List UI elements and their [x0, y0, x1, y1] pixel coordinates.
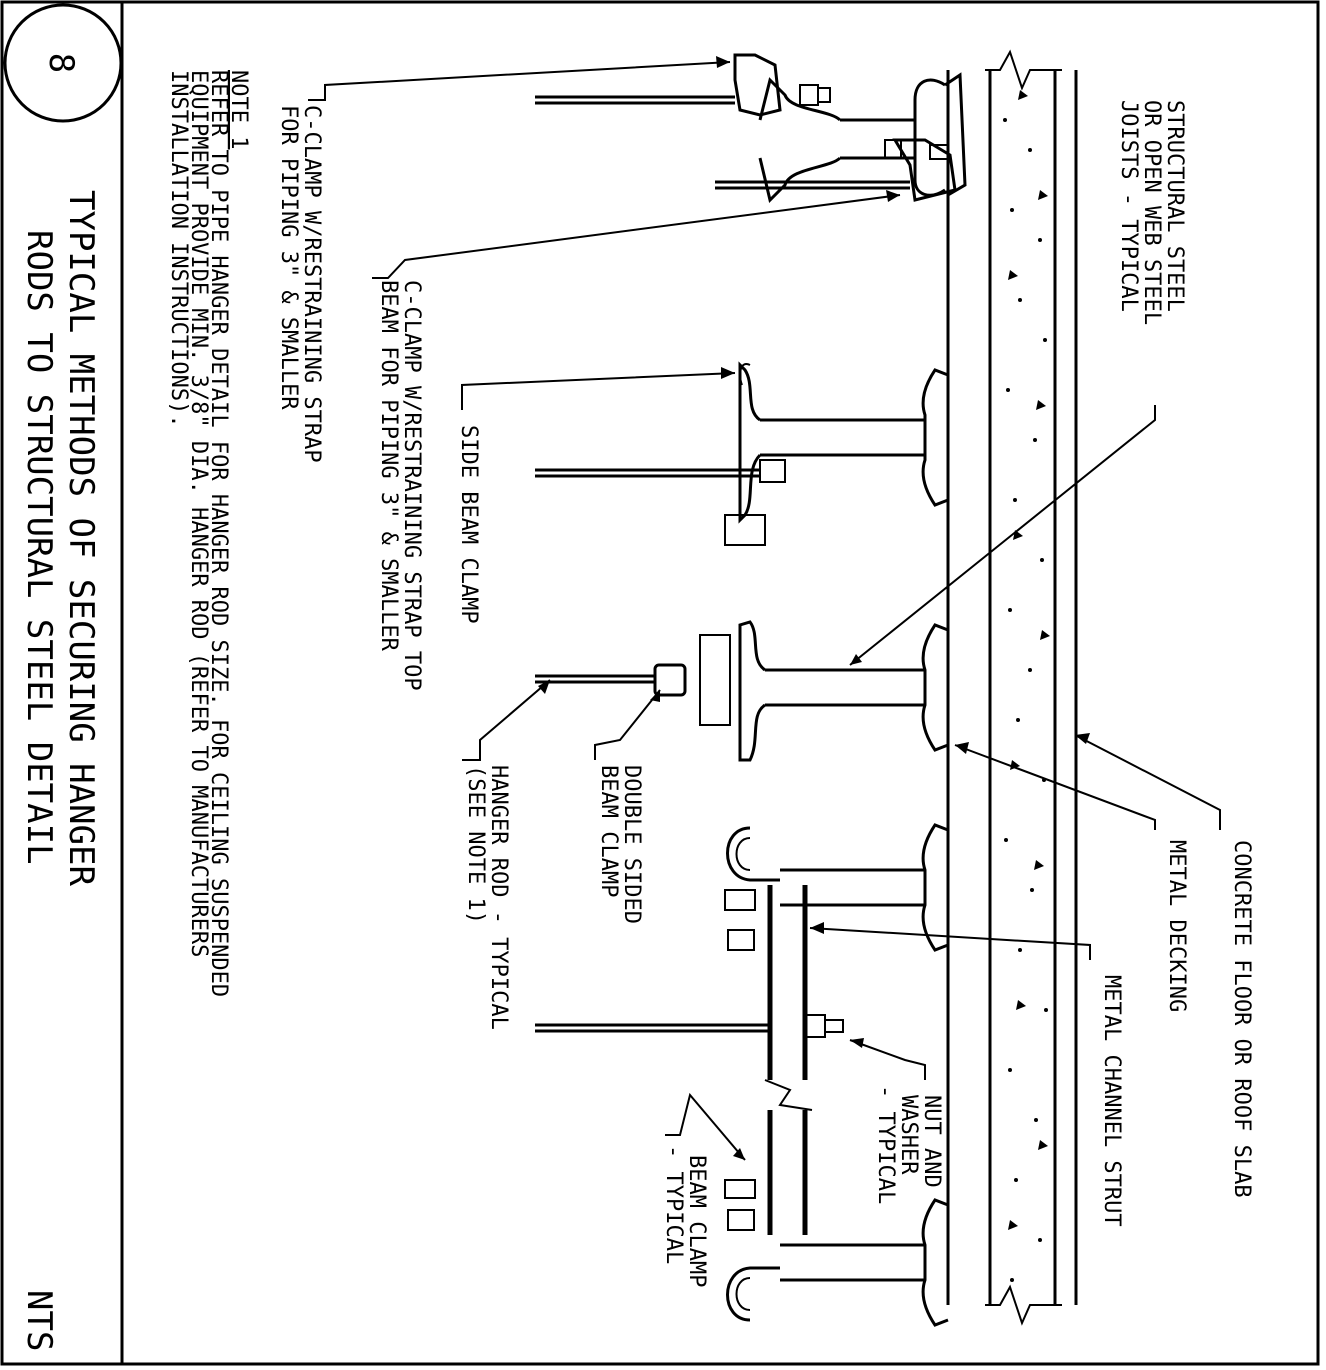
concrete-slab — [985, 49, 1062, 1326]
label-double-sided-2: BEAM CLAMP — [596, 765, 621, 897]
label-c-clamp-top-1: C-CLAMP W/RESTRAINING STRAP TOP — [399, 280, 424, 691]
label-metal-decking: METAL DECKING — [1164, 840, 1189, 1012]
label-c-clamp-small-2: FOR PIPING 3" & SMALLER — [276, 105, 301, 410]
label-hanger-rod-1: HANGER ROD - TYPICAL — [486, 765, 511, 1030]
label-hanger-rod-2: (SEE NOTE 1) — [463, 765, 488, 924]
label-double-sided-1: DOUBLE SIDED — [619, 765, 644, 924]
note-line-2: EQUIPMENT PROVIDE MIN. 3/8" DIA. HANGER … — [186, 70, 211, 957]
side-beam-clamp-assembly — [535, 361, 949, 546]
detail-title-line-2: RODS TO STRUCTURAL STEEL DETAIL — [19, 230, 59, 865]
label-metal-channel: METAL CHANNEL STRUT — [1099, 975, 1124, 1227]
label-structural-1: STRUCTURAL STEEL — [1162, 100, 1187, 312]
note-line-3: INSTALLATION INSTRUCTIONS). — [166, 70, 191, 428]
label-side-beam-clamp: SIDE BEAM CLAMP — [456, 425, 481, 624]
detail-number: 8 — [41, 53, 81, 73]
label-nut-washer-2: WASHER — [896, 1095, 921, 1175]
label-nut-washer-3: - TYPICAL — [873, 1085, 898, 1204]
label-structural-3: JOISTS - TYPICAL — [1116, 100, 1141, 312]
label-beam-clamp-1: BEAM CLAMP — [684, 1155, 709, 1287]
note-line-1: REFER TO PIPE HANGER DETAIL FOR HANGER R… — [206, 70, 231, 997]
leader-lines — [308, 56, 1221, 1161]
label-nut-washer-1: NUT AND — [919, 1095, 944, 1188]
strut-beam-clamp-assembly — [535, 823, 949, 1327]
label-beam-clamp-2: - TYPICAL — [661, 1145, 686, 1264]
detail-number-bubble: 8 — [3, 3, 123, 123]
scale-label: NTS — [19, 1290, 59, 1351]
double-sided-clamp-assembly — [535, 620, 949, 762]
label-c-clamp-small-1: C-CLAMP W/RESTRAINING STRAP — [299, 105, 324, 463]
c-clamp-beam-assembly — [535, 53, 967, 203]
label-structural-2: OR OPEN WEB STEEL — [1139, 100, 1164, 325]
label-concrete: CONCRETE FLOOR OR ROOF SLAB — [1229, 840, 1254, 1198]
note-heading: NOTE 1 — [226, 70, 251, 149]
label-c-clamp-top-2: BEAM FOR PIPING 3" & SMALLER — [376, 280, 401, 652]
detail-title-line-1: TYPICAL METHODS OF SECURING HANGER — [61, 190, 101, 887]
